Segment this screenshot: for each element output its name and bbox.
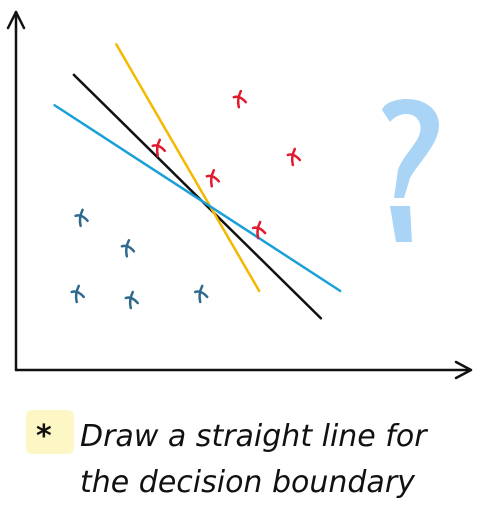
class-b-point-4 [286, 147, 302, 167]
question-mark-icon [382, 98, 439, 242]
x-axis-arrow [454, 360, 473, 380]
class-a-point-5 [193, 284, 209, 304]
decision-lines [53, 43, 342, 320]
decision-line-2 [115, 43, 261, 293]
question-mark-hook [382, 98, 439, 198]
y-axis-arrow [6, 10, 26, 30]
caption-bullet: * [36, 419, 52, 454]
class-a-point-1 [74, 208, 89, 228]
class-a-point-3 [70, 284, 85, 304]
class-b-point-1 [232, 89, 248, 109]
caption-highlight [26, 410, 74, 454]
caption-line-1: Draw a straight line for [80, 419, 428, 454]
class-a-point-2 [120, 239, 136, 258]
class-b-point-3 [205, 169, 221, 188]
decision-line-1 [72, 73, 323, 320]
question-mark-dot [390, 206, 412, 242]
class-b-point-5 [251, 220, 267, 240]
decision-line-3 [53, 104, 342, 293]
class-a-point-4 [124, 290, 140, 310]
class-b-point-2 [151, 138, 167, 158]
axes [6, 10, 473, 380]
caption: * Draw a straight line for the decision … [26, 410, 428, 500]
caption-line-2: the decision boundary [80, 465, 416, 500]
data-points [70, 89, 302, 310]
